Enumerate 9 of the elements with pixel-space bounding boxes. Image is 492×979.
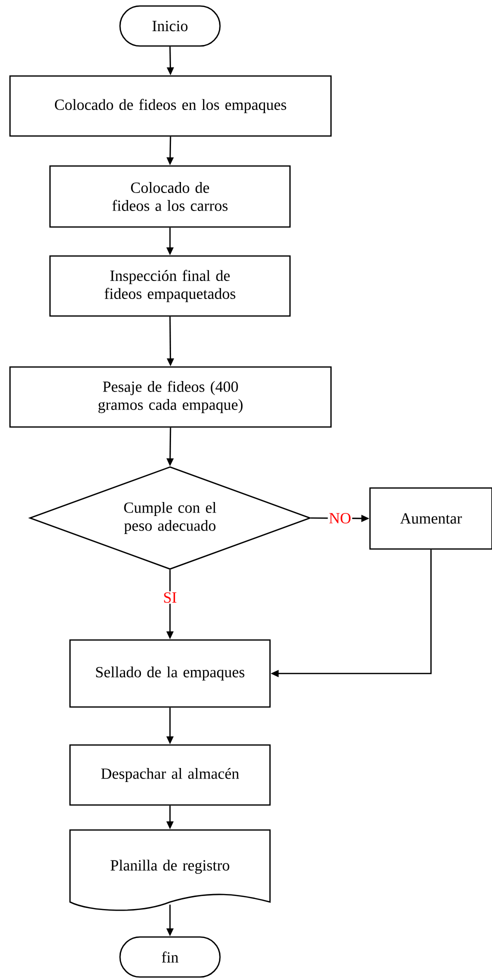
edge-label: SI (162, 591, 178, 604)
process-box: Colocado de fideos a los carros (49, 165, 291, 228)
process-box: Despachar al almacén (69, 744, 271, 806)
process-box: Inspección final de fideos empaquetados (49, 255, 291, 317)
edge-label: NO (328, 512, 352, 524)
process-box: Colocado de fideos en los empaques (9, 75, 332, 137)
process-box: Pesaje de fideos (400 gramos cada empaque) (9, 366, 332, 428)
process-box: Sellado de la empaques (69, 639, 271, 708)
process-box: Aumentar (369, 487, 492, 550)
